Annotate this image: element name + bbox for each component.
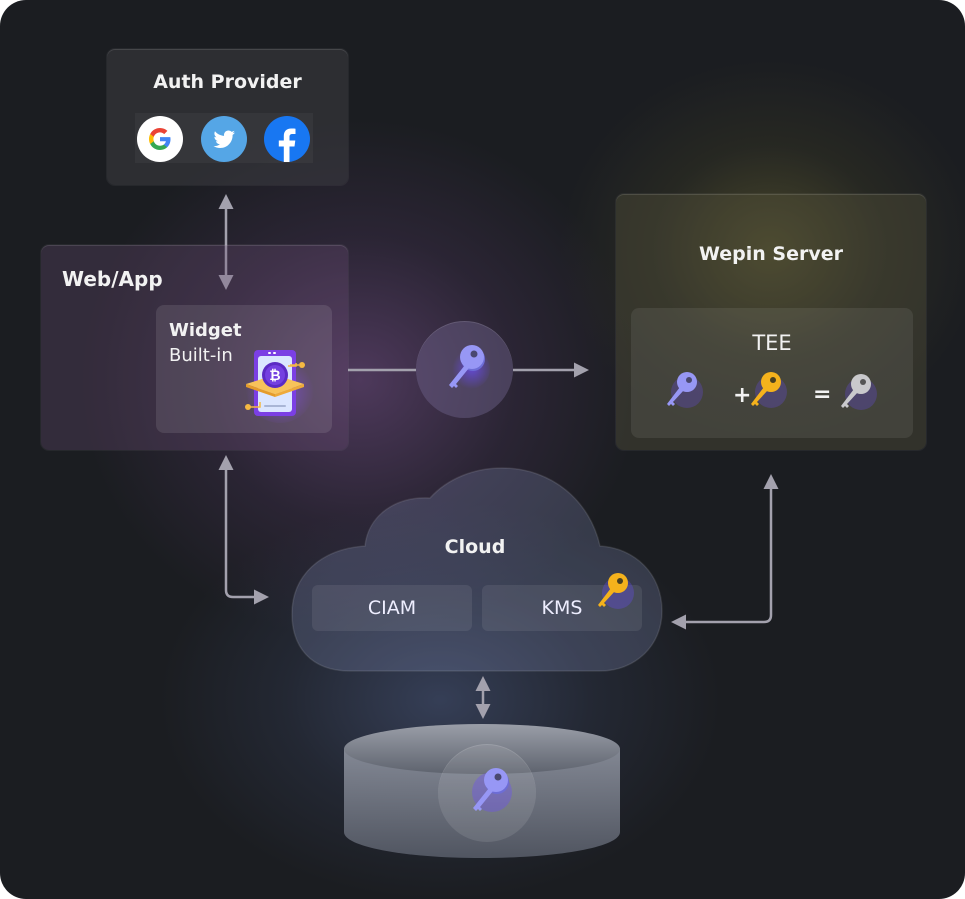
- widget-builtin-label: Built-in: [169, 345, 233, 366]
- tee-title: TEE: [752, 331, 792, 355]
- equals-sign: =: [813, 382, 832, 407]
- widget-label: Widget: [169, 320, 242, 341]
- phone-bitcoin-icon: ₿: [245, 350, 314, 423]
- facebook-icon: [264, 116, 310, 162]
- auth-provider-title: Auth Provider: [153, 71, 302, 93]
- storage-key-icon: [472, 768, 512, 812]
- wepin-server-title: Wepin Server: [698, 243, 843, 265]
- google-icon: [137, 116, 183, 162]
- purple-key-icon: [667, 372, 703, 408]
- transfer-key-circle: [416, 321, 513, 418]
- tee-box: TEE + =: [631, 308, 913, 438]
- kms-gold-key-icon: [598, 573, 634, 609]
- cloud-shape: [291, 467, 663, 672]
- kms-service: KMS: [482, 585, 642, 631]
- web-app-box: Web/App Widget Built-in: [41, 245, 348, 450]
- gold-key-icon: [751, 372, 787, 408]
- widget-builtin-box: Widget Built-in ₿: [156, 305, 332, 433]
- web-app-title: Web/App: [62, 267, 163, 291]
- wepin-server-box: Wepin Server TEE + =: [616, 194, 926, 450]
- arrow-wepin-cloud: [671, 474, 779, 630]
- storage-key-circle: [438, 744, 536, 842]
- cloud-title: Cloud: [444, 536, 506, 558]
- svg-text:₿: ₿: [269, 368, 280, 384]
- twitter-icon: [201, 116, 247, 162]
- ciam-service: CIAM: [312, 585, 472, 631]
- key-icon: [449, 345, 490, 389]
- gray-key-icon: [841, 374, 877, 410]
- plus-sign: +: [733, 383, 752, 408]
- arrow-webapp-cloud: [218, 455, 269, 605]
